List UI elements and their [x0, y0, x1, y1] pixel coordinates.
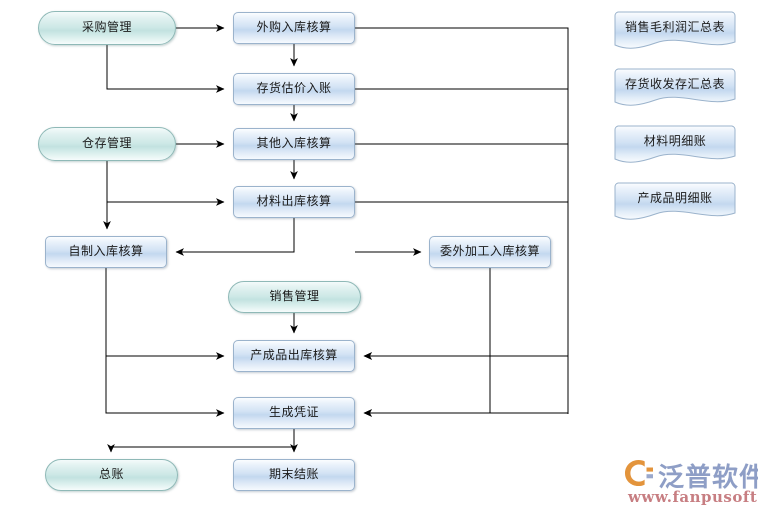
node-label: 委外加工入库核算: [439, 244, 540, 259]
node-cunhuogujia[interactable]: 存货估价入账: [233, 73, 355, 105]
report-label: 材料明细账: [643, 134, 707, 149]
node-label: 外购入库核算: [256, 20, 332, 35]
node-weiwaijiagong[interactable]: 委外加工入库核算: [429, 236, 551, 268]
node-shengchengpz[interactable]: 生成凭证: [233, 397, 355, 429]
node-xiaoshou[interactable]: 销售管理: [228, 281, 361, 313]
report-chanpinmingxi[interactable]: 产成品明细账: [614, 182, 736, 222]
report-label: 销售毛利润汇总表: [624, 20, 725, 35]
fanpu-logo-icon: [625, 460, 653, 486]
node-waigouruku[interactable]: 外购入库核算: [233, 12, 355, 44]
report-cailiaomingxi[interactable]: 材料明细账: [614, 125, 736, 165]
edge-pingzheng-zongzhang: [107, 429, 295, 453]
node-qitaruku[interactable]: 其他入库核算: [233, 128, 355, 160]
document-shape-icon: [614, 11, 736, 49]
edge-weiwai-pingzheng: [363, 268, 491, 417]
node-label: 材料出库核算: [256, 194, 332, 209]
node-label: 期末结账: [268, 467, 319, 482]
node-qimojiezhang[interactable]: 期末结账: [233, 459, 355, 491]
node-label: 总账: [98, 467, 124, 482]
node-label: 销售管理: [269, 289, 320, 304]
node-label: 采购管理: [81, 20, 132, 35]
edge-zizhi-pingzheng: [105, 268, 225, 417]
node-label: 生成凭证: [268, 405, 319, 420]
node-zizhiruku[interactable]: 自制入库核算: [45, 236, 167, 268]
brand-name: 泛普软件: [658, 463, 758, 493]
edge-weiwai-chancheng: [363, 268, 491, 360]
node-cangcun[interactable]: 仓存管理: [38, 127, 176, 161]
report-cunhuoshoufa[interactable]: 存货收发存汇总表: [614, 68, 736, 108]
node-label: 自制入库核算: [68, 244, 144, 259]
node-chanchengpin[interactable]: 产成品出库核算: [233, 340, 355, 372]
bus-waigou: [355, 27, 569, 414]
node-caigou[interactable]: 采购管理: [38, 11, 176, 45]
edge-caigou-gujia: [106, 45, 225, 93]
brand-watermark: 泛普软件 www.fanpusoft.com: [624, 457, 758, 513]
document-shape-icon: [614, 68, 736, 106]
edge-cangcun-cailiao: [106, 161, 225, 206]
edge-zizhi-chancheng: [105, 268, 225, 360]
document-shape-icon: [614, 182, 736, 220]
report-xiaoshoumaoli[interactable]: 销售毛利润汇总表: [614, 11, 736, 51]
node-label: 仓存管理: [81, 136, 132, 151]
node-cailiaochuku[interactable]: 材料出库核算: [233, 186, 355, 218]
report-label: 存货收发存汇总表: [624, 77, 725, 92]
node-label: 产成品出库核算: [250, 348, 338, 363]
node-zongzhang[interactable]: 总账: [45, 459, 178, 491]
edge-cailiao-zizhi: [175, 218, 295, 256]
report-label: 产成品明细账: [637, 191, 713, 206]
document-shape-icon: [614, 125, 736, 163]
node-label: 其他入库核算: [256, 136, 332, 151]
brand-url: www.fanpusoft.com: [628, 488, 758, 506]
node-label: 存货估价入账: [256, 81, 332, 96]
